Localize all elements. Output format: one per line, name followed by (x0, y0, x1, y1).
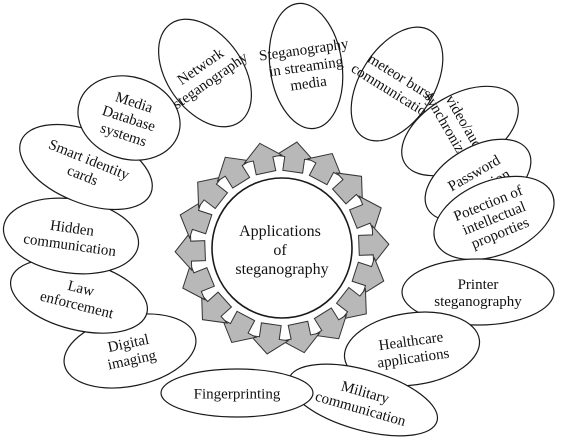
application-node: meteor burstcommunication (348, 26, 444, 142)
application-oval (77, 75, 181, 161)
outward-arrow (201, 291, 233, 324)
outward-arrow (182, 263, 216, 301)
outward-arrow (179, 200, 213, 240)
outward-arrow (280, 320, 321, 354)
application-oval (433, 175, 555, 261)
outward-arrow (351, 256, 385, 296)
center-title: Applications of steganography (235, 223, 328, 278)
application-oval (343, 311, 481, 387)
outward-arrow (274, 141, 315, 174)
outward-arrow (216, 156, 252, 189)
outward-arrow (358, 224, 390, 266)
arrow-ring (174, 141, 390, 355)
outward-arrow (312, 307, 348, 340)
application-node: MediaDatabasesystems (77, 75, 181, 161)
application-oval (268, 2, 344, 130)
outward-arrow (249, 322, 290, 355)
application-node: Militarycommunication (287, 363, 439, 437)
outward-arrow (306, 152, 343, 186)
center-circle (211, 177, 353, 319)
application-node: Networksteganography (157, 18, 253, 128)
application-node: Fingerprinting (160, 368, 314, 418)
application-node: Steganographyin streamingmedia (258, 2, 350, 130)
outward-arrow (335, 286, 367, 320)
application-oval (401, 258, 555, 326)
outward-arrow (348, 195, 382, 233)
application-label: Fingerprinting (194, 386, 281, 402)
application-node: Potection ofintellectualproporties (433, 175, 555, 261)
center-node: Applications of steganography (211, 177, 353, 319)
application-node: Healthcareapplications (343, 311, 481, 387)
application-oval (157, 18, 253, 128)
application-node: Lawenforcement (9, 258, 149, 334)
outward-arrow (243, 142, 284, 176)
outward-arrow (174, 230, 206, 272)
outward-arrow (197, 176, 229, 210)
application-node: Hiddencommunication (2, 197, 140, 275)
outward-arrow (331, 172, 363, 205)
application-oval (350, 26, 444, 142)
application-oval (160, 368, 314, 418)
outward-arrow (221, 310, 258, 344)
